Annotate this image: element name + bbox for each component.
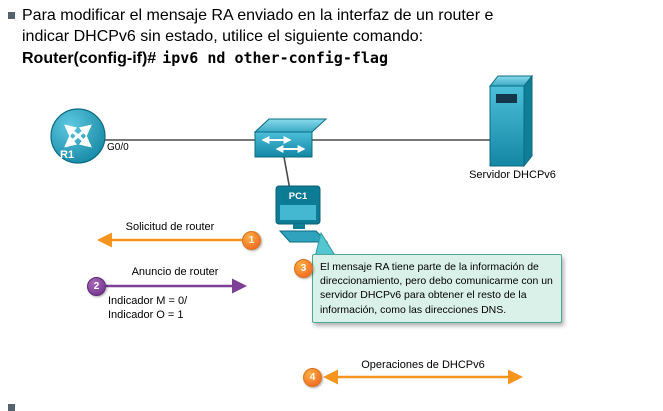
server-label: Servidor DHCPv6 xyxy=(469,169,556,181)
next-bullet-marker xyxy=(8,404,15,411)
bullet-marker xyxy=(8,12,15,19)
step2-detail-1: Indicador M = 0/ xyxy=(108,295,188,307)
step2-detail-2: Indicador O = 1 xyxy=(108,309,184,321)
server-slot xyxy=(496,94,517,103)
interface-label: G0/0 xyxy=(107,142,129,153)
command-line: Router(config-if)# ipv6 nd other-config-f… xyxy=(22,48,654,69)
intro-line-2: indicar DHCPv6 sin estado, utilice el si… xyxy=(22,28,424,45)
switch-icon xyxy=(253,118,328,158)
intro-line-1: Para modificar el mensaje RA enviado en … xyxy=(22,7,494,24)
step2-badge: 2 xyxy=(87,277,106,296)
pc-label: PC1 xyxy=(283,190,313,203)
step1-label: Solicitud de router xyxy=(125,221,215,233)
step4-label: Operaciones de DHCPv6 xyxy=(361,359,485,371)
step4-badge: 4 xyxy=(303,368,322,387)
router-icon xyxy=(50,108,106,164)
command-prompt: Router(config-if)# xyxy=(22,50,157,67)
router-label: R1 xyxy=(60,149,75,161)
command-text: ipv6 nd other-config-flag xyxy=(162,49,388,67)
link-switch-pc xyxy=(283,156,291,191)
step3-badge: 3 xyxy=(294,259,313,278)
network-links xyxy=(105,139,490,191)
callout-bubble: El mensaje RA tiene parte de la informac… xyxy=(312,254,562,323)
step1-badge: 1 xyxy=(242,231,261,250)
intro-text: Para modificar el mensaje RA enviado en … xyxy=(22,5,654,69)
server-icon xyxy=(488,74,534,168)
step2-label: Anuncio de router xyxy=(131,266,219,278)
